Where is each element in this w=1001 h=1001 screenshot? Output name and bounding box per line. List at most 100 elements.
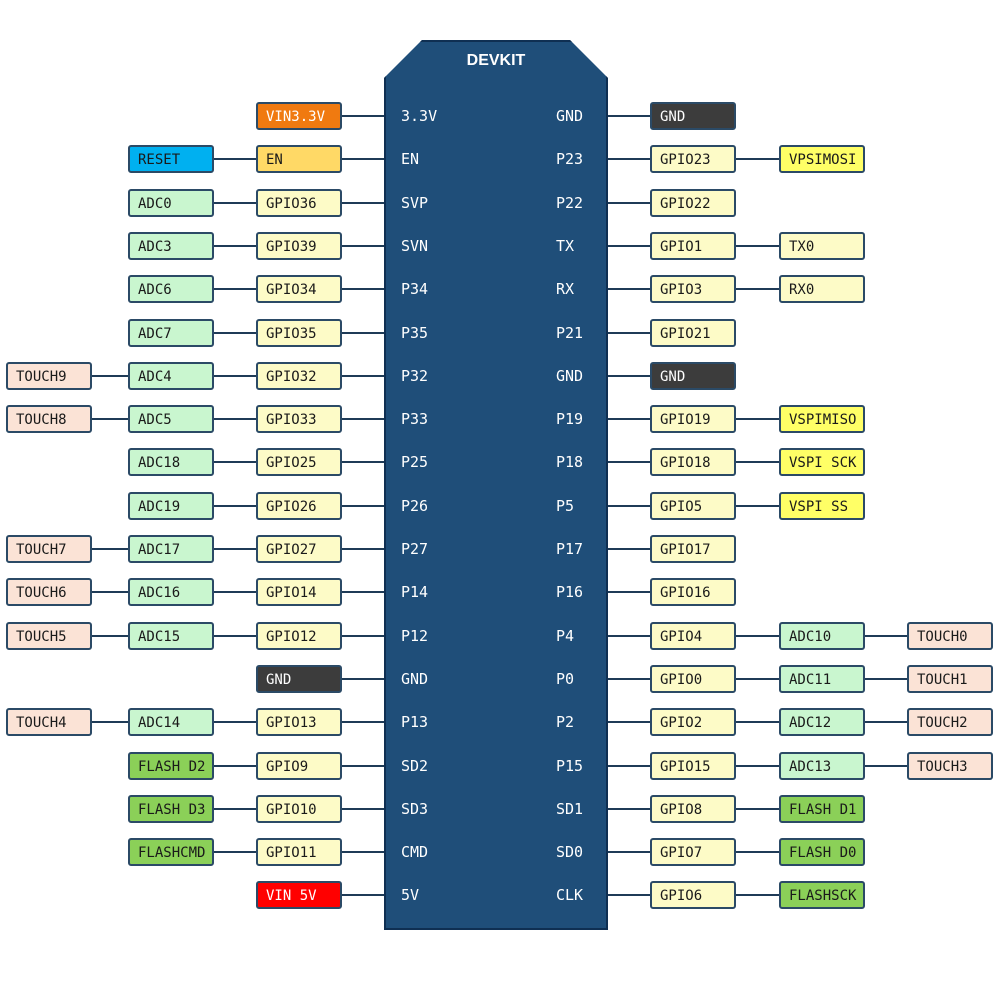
pin-tag-reset: RESET [128,145,214,173]
pin-tag-touch3: TOUCH3 [907,752,993,780]
board-pin-right-p15: P15 [556,757,584,775]
board-pin-left-p14: P14 [401,583,429,601]
board-pin-right-p5: P5 [556,497,575,515]
pin-tag-adc15: ADC15 [128,622,214,650]
board-pin-right-p2: P2 [556,713,575,731]
pin-tag-gpio4: GPIO4 [650,622,736,650]
pin-tag-adc11: ADC11 [779,665,865,693]
board-title: DEVKIT [466,52,526,69]
board-pin-right-gnd: GND [556,367,584,385]
board-pin-left-svn: SVN [401,237,429,255]
pin-tag-gpio33: GPIO33 [256,405,342,433]
devkit-board [384,40,608,930]
pin-tag-adc3: ADC3 [128,232,214,260]
board-pin-right-p16: P16 [556,583,584,601]
board-pin-right-sd1: SD1 [556,800,584,818]
pin-tag-flash-d2: FLASH D2 [128,752,214,780]
pin-tag-gpio15: GPIO15 [650,752,736,780]
pin-tag-gpio10: GPIO10 [256,795,342,823]
pin-tag-gpio14: GPIO14 [256,578,342,606]
pin-tag-adc6: ADC6 [128,275,214,303]
pin-tag-adc0: ADC0 [128,189,214,217]
pin-tag-en: EN [256,145,342,173]
board-pin-left-cmd: CMD [401,843,429,861]
pin-tag-vspimiso: VSPIMISO [779,405,865,433]
pin-tag-adc12: ADC12 [779,708,865,736]
board-pin-right-p23: P23 [556,150,584,168]
pin-tag-rx0: RX0 [779,275,865,303]
pin-tag-touch8: TOUCH8 [6,405,92,433]
board-pin-left-sd3: SD3 [401,800,429,818]
pin-tag-gpio0: GPIO0 [650,665,736,693]
pin-tag-gpio22: GPIO22 [650,189,736,217]
board-pin-right-p17: P17 [556,540,584,558]
board-pin-left-p34: P34 [401,280,429,298]
pin-tag-adc14: ADC14 [128,708,214,736]
board-pin-right-p0: P0 [556,670,575,688]
board-pin-left-sd2: SD2 [401,757,429,775]
board-pin-left-3-3v: 3.3V [401,107,438,125]
pin-tag-touch6: TOUCH6 [6,578,92,606]
board-pin-left-p35: P35 [401,324,429,342]
board-pin-left-p33: P33 [401,410,429,428]
pin-tag-gnd: GND [256,665,342,693]
pin-tag-adc7: ADC7 [128,319,214,347]
board-pin-right-gnd: GND [556,107,584,125]
pin-tag-gpio6: GPIO6 [650,881,736,909]
board-pin-right-rx: RX [556,280,575,298]
pin-tag-flash-d3: FLASH D3 [128,795,214,823]
board-pin-left-p13: P13 [401,713,429,731]
pin-tag-gpio19: GPIO19 [650,405,736,433]
pin-tag-flash-d0: FLASH D0 [779,838,865,866]
pin-tag-adc17: ADC17 [128,535,214,563]
pin-tag-gpio3: GPIO3 [650,275,736,303]
pin-tag-gpio1: GPIO1 [650,232,736,260]
board-pin-right-p19: P19 [556,410,584,428]
pin-tag-vspi-ss: VSPI SS [779,492,865,520]
pin-tag-gpio25: GPIO25 [256,448,342,476]
pin-tag-adc5: ADC5 [128,405,214,433]
pin-tag-touch9: TOUCH9 [6,362,92,390]
pin-tag-flashcmd: FLASHCMD [128,838,214,866]
pin-tag-gpio17: GPIO17 [650,535,736,563]
pin-tag-flash-d1: FLASH D1 [779,795,865,823]
pin-tag-gpio12: GPIO12 [256,622,342,650]
pin-tag-gnd: GND [650,362,736,390]
pin-tag-vspi-sck: VSPI SCK [779,448,865,476]
pin-tag-adc18: ADC18 [128,448,214,476]
pin-tag-vpsimosi: VPSIMOSI [779,145,865,173]
pin-tag-gpio2: GPIO2 [650,708,736,736]
board-pin-right-tx: TX [556,237,575,255]
board-pin-left-gnd: GND [401,670,429,688]
board-pin-left-p27: P27 [401,540,429,558]
board-pin-left-en: EN [401,150,420,168]
pin-tag-gpio8: GPIO8 [650,795,736,823]
pin-tag-touch7: TOUCH7 [6,535,92,563]
pin-tag-gpio13: GPIO13 [256,708,342,736]
pin-tag-gpio11: GPIO11 [256,838,342,866]
pin-tag-touch5: TOUCH5 [6,622,92,650]
pin-tag-gpio7: GPIO7 [650,838,736,866]
pin-tag-gpio5: GPIO5 [650,492,736,520]
pin-tag-gpio23: GPIO23 [650,145,736,173]
pin-tag-gpio35: GPIO35 [256,319,342,347]
pin-tag-adc19: ADC19 [128,492,214,520]
board-pin-right-p18: P18 [556,453,584,471]
board-pin-left-svp: SVP [401,194,429,212]
board-pin-left-p26: P26 [401,497,429,515]
pin-tag-adc4: ADC4 [128,362,214,390]
pin-tag-adc16: ADC16 [128,578,214,606]
pin-tag-gpio26: GPIO26 [256,492,342,520]
pin-tag-vin3-3v: VIN3.3V [256,102,342,130]
pin-tag-gpio9: GPIO9 [256,752,342,780]
pin-tag-gpio27: GPIO27 [256,535,342,563]
board-pin-right-sd0: SD0 [556,843,584,861]
pin-tag-gpio21: GPIO21 [650,319,736,347]
pin-tag-tx0: TX0 [779,232,865,260]
board-pin-right-p21: P21 [556,324,584,342]
board-pin-left-5v: 5V [401,886,420,904]
board-pin-left-p25: P25 [401,453,429,471]
pin-tag-gpio32: GPIO32 [256,362,342,390]
pin-tag-vin-5v: VIN 5V [256,881,342,909]
